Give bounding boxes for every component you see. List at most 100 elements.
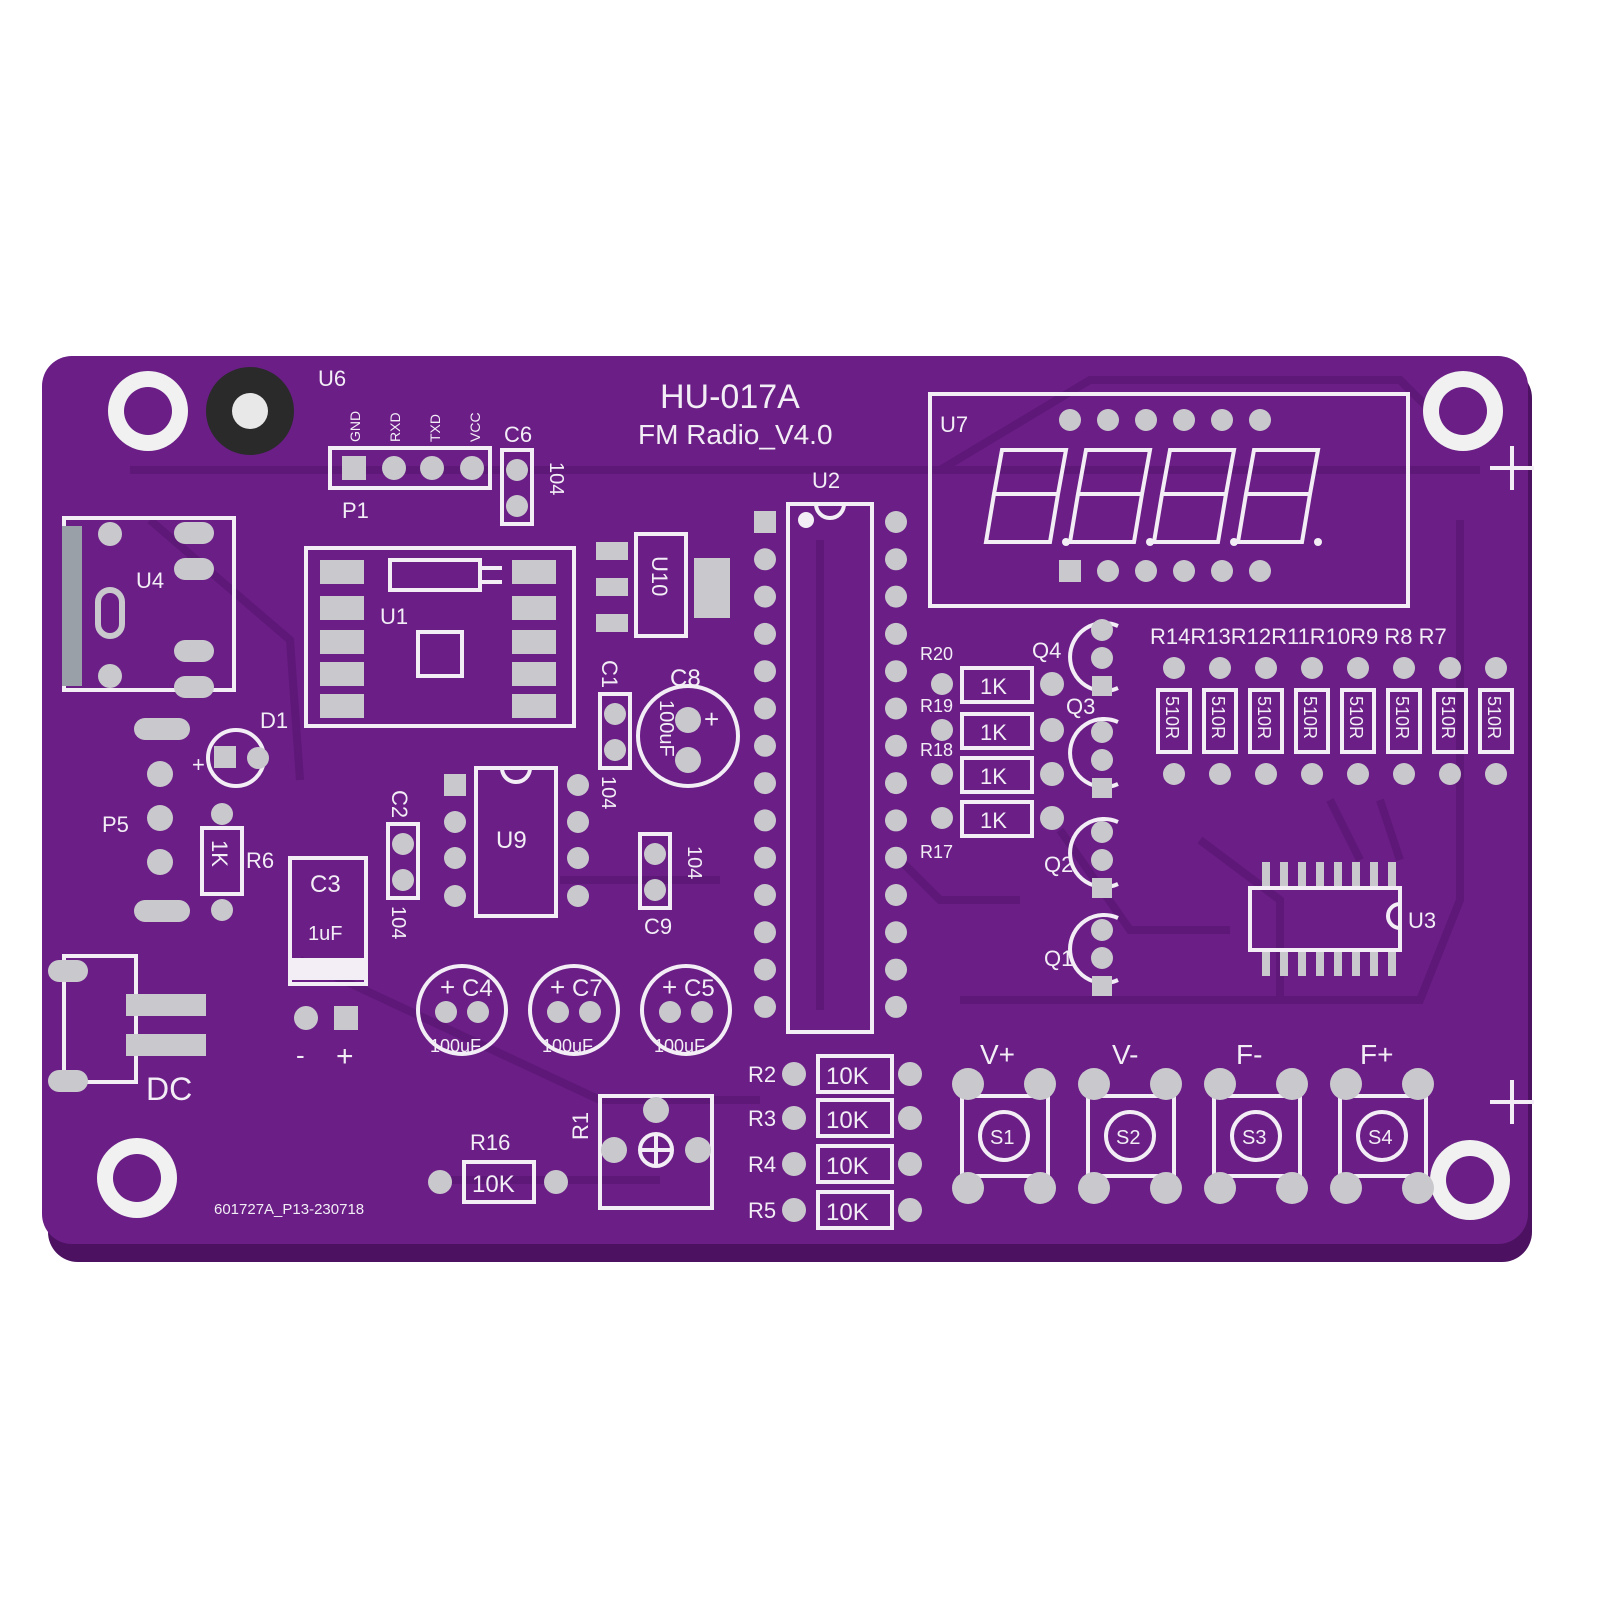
c2: C2 104	[386, 790, 420, 939]
svg-text:10K: 10K	[826, 1199, 869, 1226]
r16: R16 10K	[428, 1130, 568, 1204]
u3-pin	[1370, 952, 1378, 976]
svg-text:-: -	[296, 1040, 305, 1070]
u3-pin	[1316, 952, 1324, 976]
header-pin-rxd: RXD	[387, 412, 403, 442]
svg-text:U10: U10	[647, 556, 672, 596]
q3: Q3	[1066, 694, 1119, 798]
svg-text:100uF: 100uF	[655, 700, 677, 757]
corner-marks	[1490, 446, 1534, 1124]
u7-pin	[1097, 409, 1119, 431]
q4: Q4	[1032, 619, 1119, 696]
u9: U9	[444, 766, 589, 918]
u2-pin	[885, 660, 907, 683]
u6-label: U6	[318, 366, 346, 391]
resistor-r2: R2 10K	[748, 1054, 922, 1094]
q2: Q2	[1044, 817, 1119, 898]
u1-module: U1	[304, 546, 576, 728]
svg-text:104: 104	[387, 906, 409, 939]
svg-text:C3: C3	[310, 871, 341, 898]
u3-pin	[1388, 862, 1396, 886]
resistor-510r-value: 510R	[1208, 696, 1228, 739]
u7-pin	[1097, 560, 1119, 582]
svg-text:104: 104	[683, 846, 705, 879]
u7-pin	[1173, 560, 1195, 582]
q1: Q1	[1044, 913, 1119, 996]
button-s3: F- S3	[1204, 1039, 1308, 1204]
u3: U3	[1248, 862, 1436, 976]
resistor-r5: R5 10K	[748, 1190, 922, 1230]
resistors-10k: R2 10K R3 10K R4 10K R5 10K	[748, 1054, 922, 1230]
svg-text:S3: S3	[1242, 1127, 1266, 1149]
u2-pin	[754, 995, 776, 1018]
svg-text:C6: C6	[504, 422, 532, 447]
svg-text:1uF: 1uF	[308, 923, 342, 945]
u2-pin	[885, 995, 907, 1018]
svg-text:R5: R5	[748, 1198, 776, 1223]
u3-pin	[1262, 862, 1270, 886]
button-s2: V- S2	[1078, 1039, 1182, 1204]
svg-text:U3: U3	[1408, 908, 1436, 933]
c6: C6 104	[500, 422, 567, 526]
svg-text:R18: R18	[920, 740, 953, 760]
board	[42, 356, 1528, 1244]
p1-label: P1	[342, 498, 369, 523]
resistors-1k: R20 1K R19 1K R18 1K 1K R17	[920, 644, 1064, 862]
u2-pin	[885, 958, 907, 981]
board-title: HU-017A	[660, 378, 800, 416]
c1: C1 104	[597, 660, 632, 809]
u2: U2	[754, 468, 907, 1034]
svg-text:U7: U7	[940, 412, 968, 437]
svg-text:S4: S4	[1368, 1127, 1392, 1149]
resistor-510r: 510R	[1202, 657, 1238, 785]
u2-pin	[885, 622, 907, 645]
resistor-510r: 510R	[1294, 657, 1330, 785]
svg-text:10K: 10K	[826, 1107, 869, 1134]
svg-text:1K: 1K	[207, 840, 232, 867]
svg-text:R1: R1	[568, 1112, 593, 1140]
resistor-510r: 510R	[1386, 657, 1422, 785]
resistor-510r-value: 510R	[1392, 696, 1412, 739]
mounting-holes	[97, 371, 1510, 1220]
header-pin-txd: TXD	[427, 414, 443, 442]
svg-text:D1: D1	[260, 708, 288, 733]
u7-pin	[1211, 560, 1233, 582]
u3-pin	[1316, 862, 1324, 886]
svg-text:R16: R16	[470, 1130, 510, 1155]
resistor-510r: 510R	[1478, 657, 1514, 785]
svg-text:S1: S1	[990, 1127, 1014, 1149]
u2-pin	[885, 772, 907, 795]
u2-pin	[754, 585, 776, 608]
c7: + C7 100uF	[528, 964, 620, 1056]
svg-text:R19: R19	[920, 696, 953, 716]
svg-text:100uF: 100uF	[542, 1036, 593, 1056]
svg-text:V-: V-	[1112, 1039, 1138, 1070]
c3: C3 1uF - +	[288, 856, 368, 1073]
svg-text:C4: C4	[462, 975, 493, 1002]
svg-text:104: 104	[597, 776, 619, 809]
svg-text:+: +	[550, 972, 565, 1002]
u2-pin	[754, 622, 776, 645]
u3-pin	[1388, 952, 1396, 976]
svg-text:DC: DC	[146, 1071, 192, 1107]
u2-pin	[885, 921, 907, 944]
resistor-r3: R3 10K	[748, 1098, 922, 1138]
u2-pin	[885, 585, 907, 608]
button-s4: F+ S4	[1330, 1039, 1434, 1204]
u2-pin	[754, 958, 776, 981]
u6-standoff	[206, 367, 294, 455]
u10: U10	[596, 532, 730, 638]
u2-pin	[885, 734, 907, 757]
p5: P5	[102, 718, 190, 922]
svg-text:+: +	[440, 972, 455, 1002]
svg-text:R3: R3	[748, 1106, 776, 1131]
seven-segment-digits	[983, 448, 1321, 544]
u7-pin	[1249, 560, 1271, 582]
resistor-510r: 510R	[1432, 657, 1468, 785]
svg-text:1K: 1K	[980, 720, 1007, 745]
header-p1: GND RXD TXD VCC P1	[328, 411, 492, 523]
svg-text:10K: 10K	[826, 1153, 869, 1180]
svg-text:1K: 1K	[980, 674, 1007, 699]
